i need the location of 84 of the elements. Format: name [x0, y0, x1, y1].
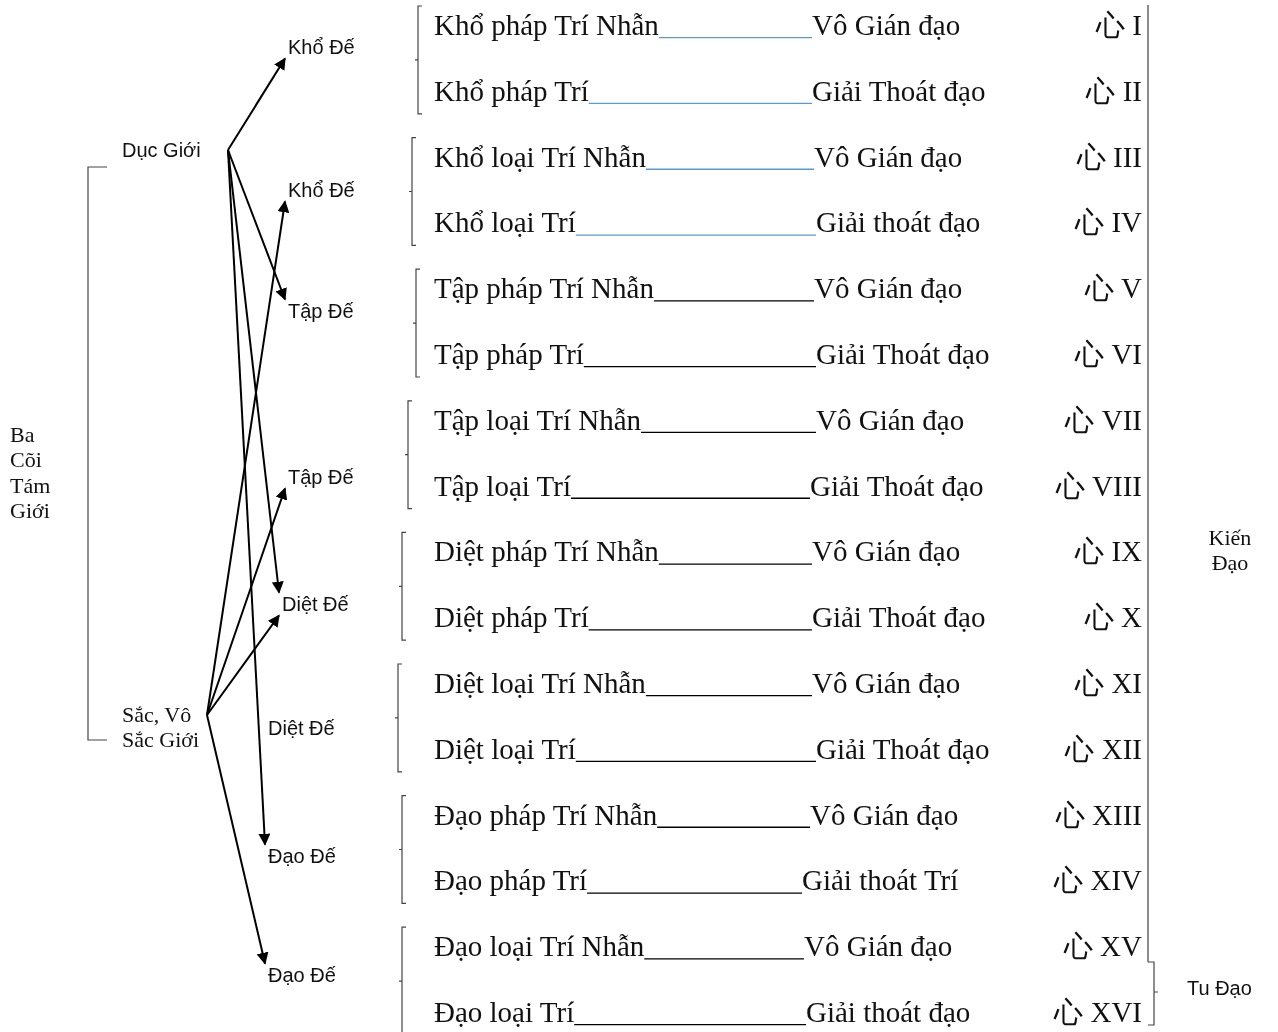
path-label: Vô Gián đạo: [812, 667, 961, 701]
truth-label: Đạo Đế: [268, 963, 336, 987]
truth-label: Khổ Đế: [288, 35, 355, 59]
group-label: Tu Đạo: [1187, 976, 1252, 1000]
mind-number: 心 VII: [1065, 404, 1142, 438]
wisdom-label: Tập loại Trí: [434, 469, 571, 504]
path-label: Vô Gián đạo: [814, 140, 963, 175]
wisdom-label: Khổ pháp Trí Nhẫn: [434, 9, 659, 43]
connector-line: [653, 300, 815, 302]
path-label: Vô Gián đạo: [816, 404, 965, 438]
path-label: Giải thoát đạo: [806, 996, 971, 1030]
wisdom-label: Đạo pháp Trí Nhẫn: [434, 798, 658, 833]
connector-line: [588, 629, 813, 631]
wisdom-label: Khổ loại Trí Nhẫn: [434, 140, 646, 175]
mind-number: 心 II: [1086, 75, 1142, 109]
arrow: [206, 714, 269, 965]
wisdom-label: Tập loại Trí Nhẫn: [434, 404, 642, 438]
connector-line: [573, 1024, 807, 1026]
realm-label: Sắc, Vô Sắc Giới: [122, 701, 207, 753]
mind-number: 心 XI: [1075, 667, 1142, 701]
arrow: [206, 614, 280, 716]
arrow: [227, 149, 287, 301]
path-label: Giải thoát đạo: [816, 206, 981, 241]
path-label: Giải Thoát đạo: [816, 733, 990, 767]
truth-label: Đạo Đế: [268, 844, 336, 868]
wisdom-label: Khổ pháp Trí: [434, 75, 589, 109]
arrow: [206, 200, 290, 716]
wisdom-label: Đạo loại Trí Nhẫn: [434, 930, 645, 964]
mind-number: 心 XVI: [1054, 996, 1142, 1030]
wisdom-label: Đạo pháp Trí: [434, 864, 588, 899]
path-label: Giải Thoát đạo: [816, 338, 990, 372]
path-label: Vô Gián đạo: [812, 535, 961, 570]
connector-line: [656, 826, 811, 828]
wisdom-label: Tập pháp Trí: [434, 338, 584, 372]
truth-label: Khổ Đế: [288, 178, 355, 202]
path-label: Vô Gián đạo: [804, 930, 953, 964]
connector-line: [575, 760, 817, 763]
path-label: Giải Thoát đạo: [812, 75, 986, 109]
arrow: [227, 57, 286, 151]
mind-number: 心 VIII: [1055, 469, 1142, 504]
connector-line: [658, 37, 813, 39]
arrow: [227, 149, 271, 846]
mind-number: 心 XV: [1063, 930, 1142, 964]
wisdom-label: Diệt loại Trí Nhẫn: [434, 667, 646, 701]
mind-number: 心 III: [1076, 140, 1142, 175]
path-label: Vô Gián đạo: [814, 272, 963, 306]
group-label: Kiến Đạo: [1207, 524, 1253, 576]
wisdom-label: Diệt pháp Trí: [434, 601, 589, 635]
connector-line: [588, 102, 813, 105]
mind-number: 心 X: [1084, 601, 1142, 635]
wisdom-label: Diệt loại Trí: [434, 733, 576, 767]
mind-number: 心 VI: [1075, 338, 1142, 372]
truth-label: Diệt Đế: [282, 592, 349, 616]
mind-number: 心 XIII: [1055, 798, 1142, 833]
path-label: Giải Thoát đạo: [810, 469, 984, 504]
truth-label: Tập Đế: [288, 465, 354, 489]
wisdom-label: Tập pháp Trí Nhẫn: [434, 272, 654, 306]
wisdom-label: Diệt pháp Trí Nhẫn: [434, 535, 659, 570]
connector-line: [643, 958, 805, 960]
path-label: Giải thoát Trí: [802, 864, 959, 899]
path-label: Vô Gián đạo: [810, 798, 959, 833]
connector-line: [570, 497, 811, 499]
connector-line: [640, 431, 817, 434]
mind-number: 心 V: [1084, 272, 1142, 306]
connector-line: [658, 563, 813, 565]
connector-line: [586, 892, 803, 894]
truth-label: Tập Đế: [288, 299, 354, 323]
mind-number: 心 IV: [1075, 206, 1142, 241]
connector-line: [583, 366, 817, 368]
connector-line: [645, 168, 815, 170]
arrow: [206, 487, 288, 716]
mind-number: 心 XII: [1065, 733, 1142, 767]
mind-number: 心 I: [1096, 9, 1142, 43]
truth-label: Diệt Đế: [268, 716, 335, 740]
realm-label: Dục Giới: [122, 138, 228, 162]
group-label: Ba Cõi Tám Giới: [10, 422, 52, 524]
mind-number: 心 XIV: [1054, 864, 1142, 899]
wisdom-label: Khổ loại Trí: [434, 206, 576, 241]
connector-line: [575, 234, 817, 236]
wisdom-label: Đạo loại Trí: [434, 996, 575, 1030]
path-label: Giải Thoát đạo: [812, 601, 986, 635]
connector-line: [645, 695, 813, 697]
mind-number: 心 IX: [1075, 535, 1142, 570]
path-label: Vô Gián đạo: [812, 9, 961, 43]
